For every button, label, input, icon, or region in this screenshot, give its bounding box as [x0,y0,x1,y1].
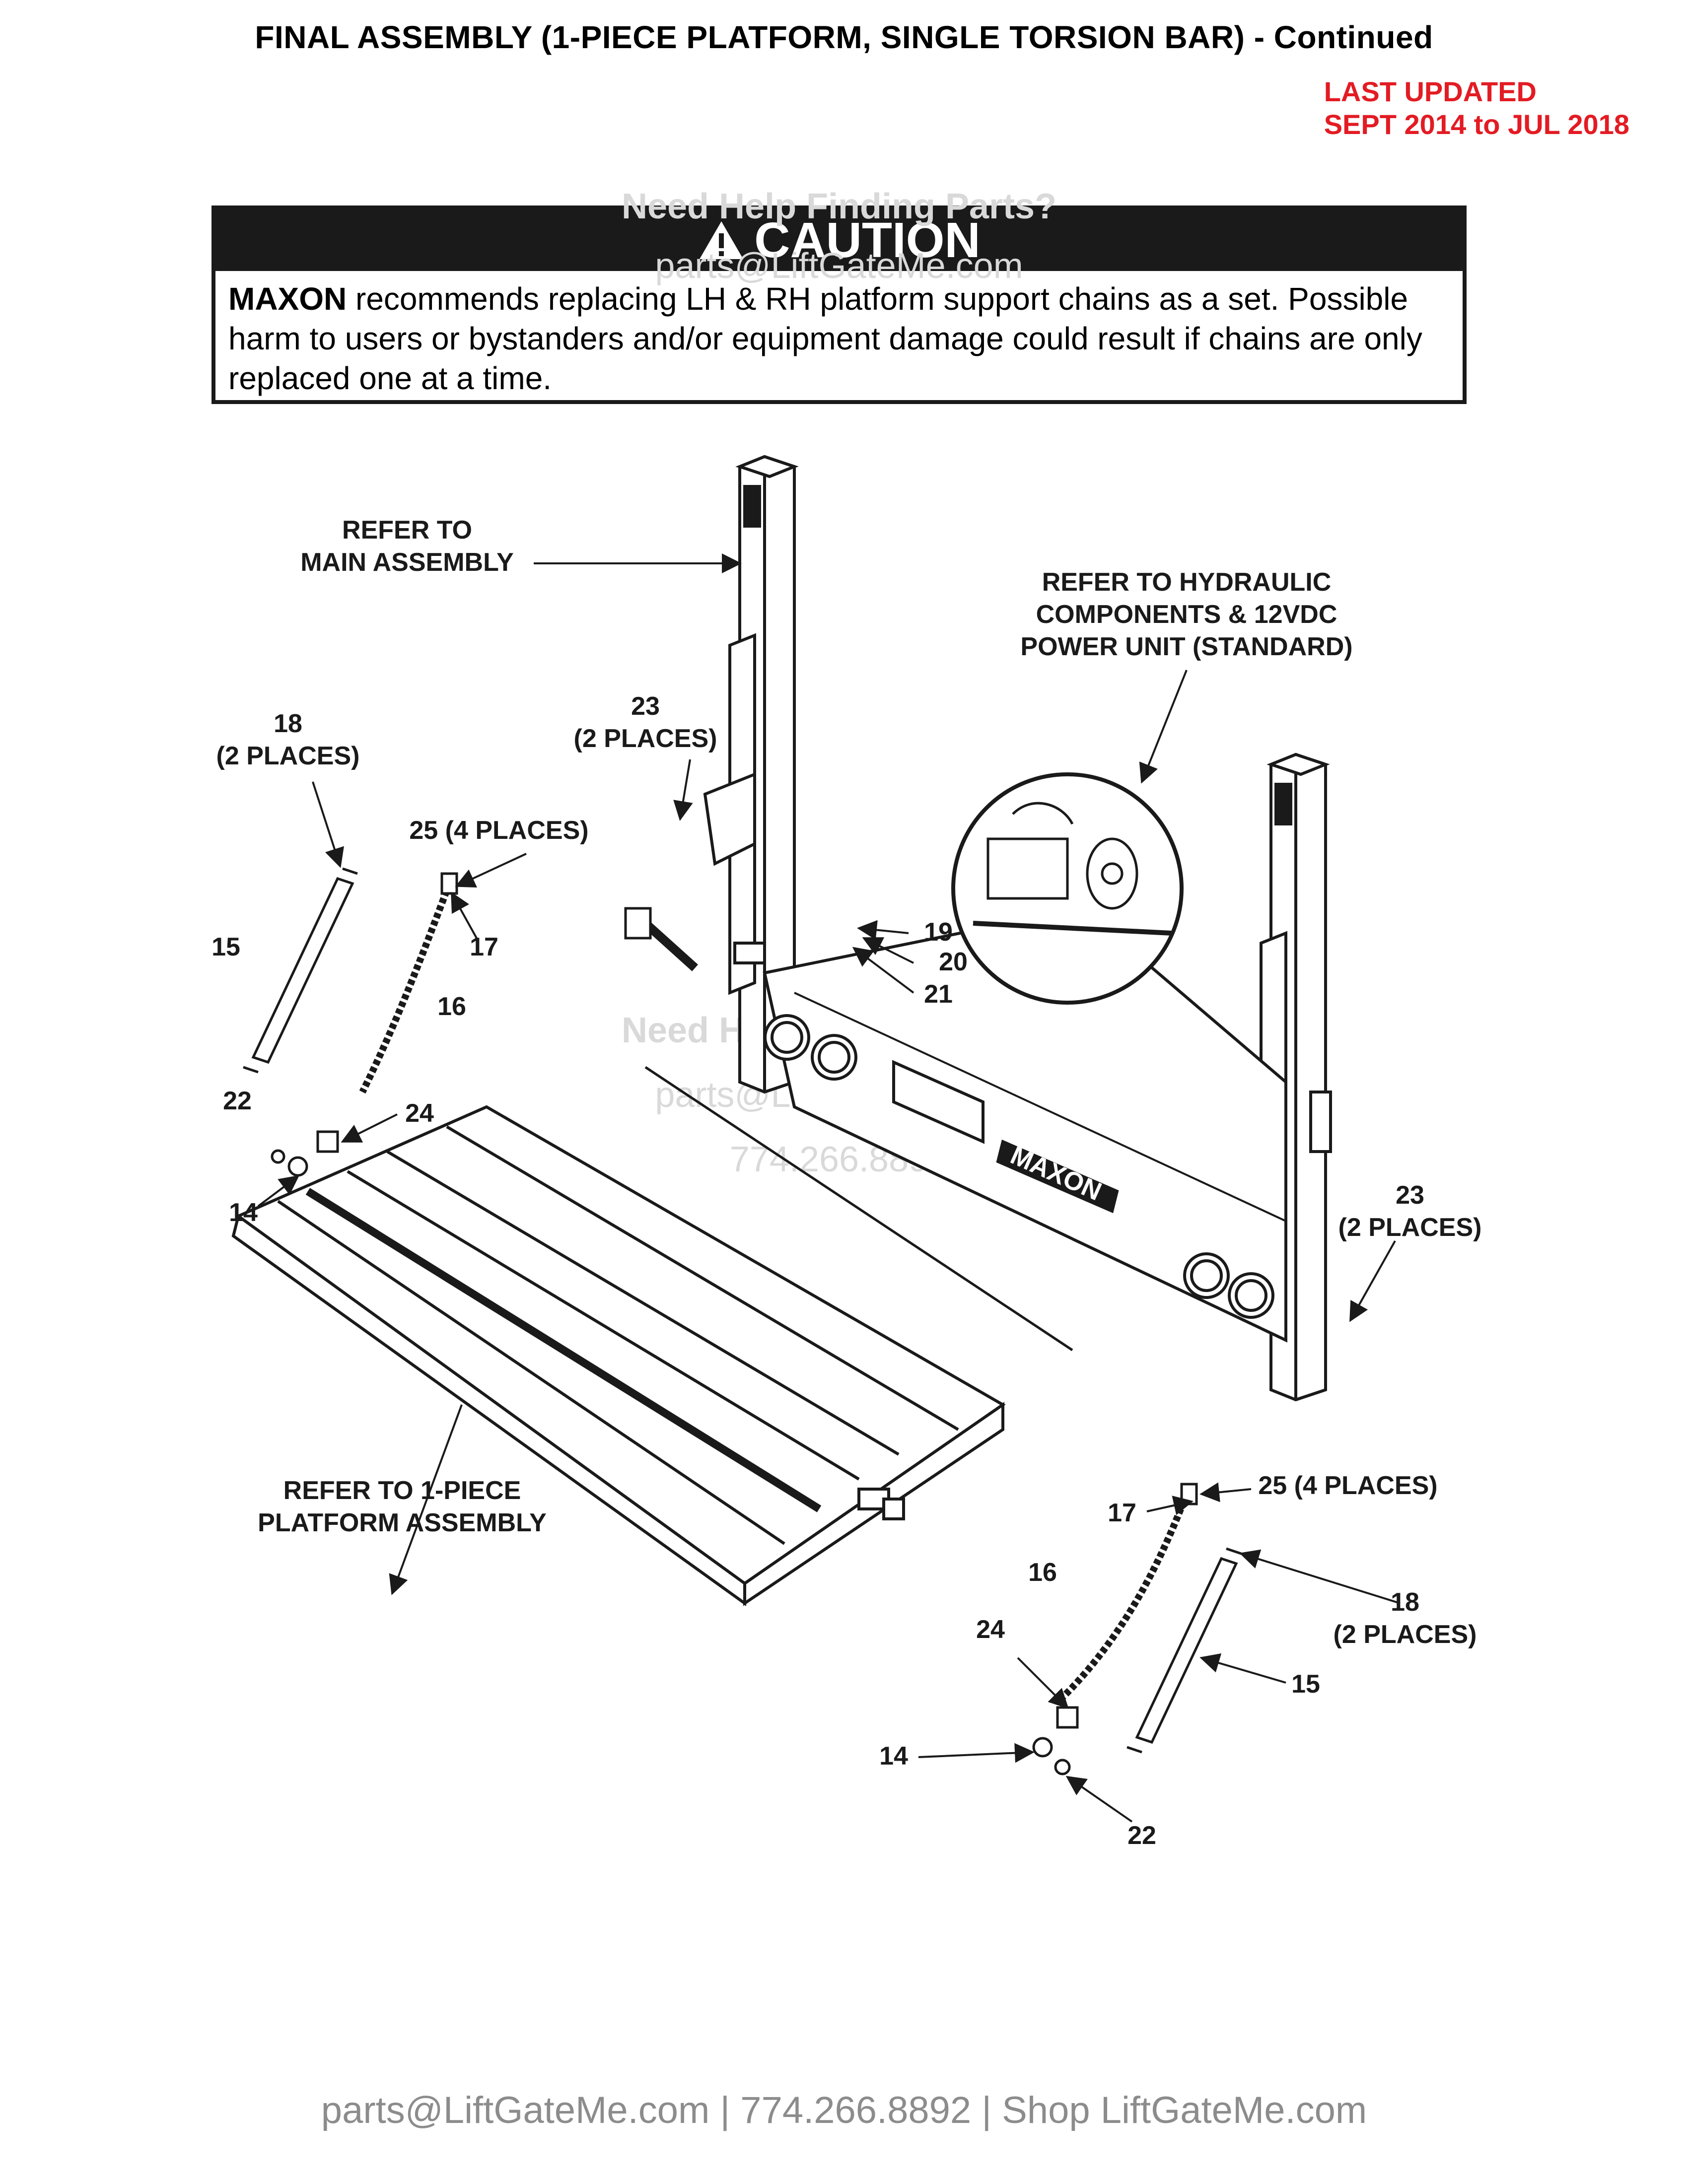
footer-contact: parts@LiftGateMe.com | 774.266.8892 | Sh… [321,2089,1367,2131]
left-chain-assembly [243,867,458,1177]
label-14-right: 14 [879,1742,908,1771]
label-23-right-places: (2 PLACES) [1338,1213,1482,1242]
label-hydraulic-3: POWER UNIT (STANDARD) [1020,632,1352,661]
platform [231,1105,1006,1606]
label-main-assembly-2: MAIN ASSEMBLY [300,548,514,577]
label-platform-2: PLATFORM ASSEMBLY [258,1508,547,1537]
last-updated-note: LAST UPDATED SEPT 2014 to JUL 2018 [1324,75,1629,141]
hydraulic-detail-view [951,772,1184,1005]
label-18-right-places: (2 PLACES) [1334,1620,1477,1649]
caution-text: recommends replacing LH & RH platform su… [228,281,1422,396]
label-16-left: 16 [437,992,466,1021]
leader-lines [257,553,1401,1823]
right-chain-assembly [1032,1483,1242,1775]
left-column [703,455,799,1094]
watermark-email-top: parts@LiftGateMe.com [655,246,1023,286]
label-23-top-places: (2 PLACES) [574,724,717,753]
warning-icon [698,213,745,275]
label-17-left: 17 [470,933,498,961]
label-15-right: 15 [1291,1670,1320,1699]
callout-labels: REFER TO MAIN ASSEMBLY REFER TO HYDRAULI… [211,516,1481,1850]
label-15-left: 15 [211,933,240,961]
label-24-left: 24 [405,1099,434,1128]
label-platform-1: REFER TO 1-PIECE [283,1476,521,1505]
caution-header: CAUTION [215,209,1463,271]
caution-message: MAXON recommends replacing LH & RH platf… [215,271,1463,406]
watermark-top: Need Help Finding Parts? parts@LiftGateM… [622,187,1056,286]
label-23-right: 23 [1396,1181,1424,1210]
label-22-left: 22 [223,1087,252,1115]
last-updated-range: SEPT 2014 to JUL 2018 [1324,109,1629,140]
label-25-left: 25 (4 PLACES) [409,816,588,845]
label-hydraulic-1: REFER TO HYDRAULIC [1042,568,1332,597]
caution-heading: CAUTION [754,212,981,268]
caution-brand: MAXON [228,281,347,317]
label-20: 20 [939,948,968,976]
label-23-top: 23 [631,692,660,721]
label-16-right: 16 [1028,1558,1057,1587]
caution-box: CAUTION MAXON recommends replacing LH & … [211,205,1467,404]
label-main-assembly-1: REFER TO [342,516,472,545]
watermark-help-top: Need Help Finding Parts? [622,187,1056,226]
label-18-right: 18 [1391,1588,1419,1617]
page-title: FINAL ASSEMBLY (1-PIECE PLATFORM, SINGLE… [255,19,1433,55]
label-hydraulic-2: COMPONENTS & 12VDC [1036,600,1337,629]
main-beam [763,906,1287,1343]
label-18-left-places: (2 PLACES) [216,742,360,770]
torsion-bar [624,907,1073,1352]
label-17-right: 17 [1108,1499,1136,1527]
last-updated-label: LAST UPDATED [1324,76,1537,107]
label-24-right: 24 [976,1615,1005,1644]
label-22-right: 22 [1127,1821,1156,1850]
label-19: 19 [924,918,953,947]
label-21: 21 [924,980,953,1009]
label-18-left: 18 [274,709,302,738]
label-14-left: 14 [229,1198,258,1227]
label-25-right: 25 (4 PLACES) [1258,1471,1437,1500]
